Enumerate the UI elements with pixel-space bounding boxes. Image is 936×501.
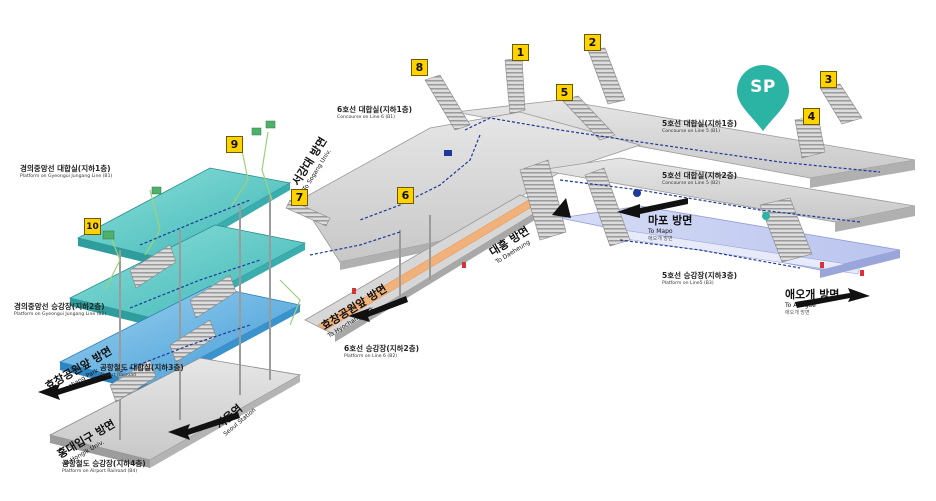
- airport-platform-en: Platform on Airport Railroad (B4): [62, 469, 138, 474]
- direction-mapo: 마포 방면 To Mapo 애오개 방면: [648, 212, 692, 242]
- direction-aeogae-ko: 애오개 방면: [785, 288, 840, 301]
- exit-7-badge: 7: [291, 189, 308, 206]
- line6-platform-ko: 6호선 승강장(지하2층): [344, 344, 420, 353]
- line5-concourse-b2-en: Concourse on Line 5 (B2): [662, 181, 721, 186]
- direction-mapo-en: To Mapo: [648, 228, 673, 235]
- line5-concourse-b1: [454, 99, 916, 188]
- gyeongui-entrance-boxes: [102, 120, 276, 240]
- label-line5-concourse-b2: 5호선 대합실(지하2층) Concourse on Line 5 (B2): [662, 170, 737, 186]
- airport-concourse-ko: 공항철도 대합실(지하3층): [100, 363, 184, 372]
- sp-badge: SP: [750, 77, 776, 97]
- line6-concourse-ko: 6호선 대합실(지하1층): [337, 105, 413, 114]
- support-pillars: [119, 195, 431, 440]
- line5-platform: [559, 205, 901, 278]
- direction-mapo-sub: 애오개 방면: [648, 236, 673, 242]
- gyeongui-platform-ko: 경의중앙선 승강장(지하2층): [14, 302, 105, 311]
- escalators: [109, 159, 813, 403]
- label-gyeongui-platform: 경의중앙선 승강장(지하2층) Platform on Gyeongui Jun…: [14, 301, 106, 317]
- exit-6-badge: 6: [397, 187, 414, 204]
- exit-1-badge: 1: [512, 44, 529, 61]
- line5-concourse-b2-ko: 5호선 대합실(지하2층): [662, 171, 738, 180]
- direction-arrows: [38, 198, 870, 440]
- exit-9-badge: 9: [226, 136, 243, 153]
- gyeongui-concourse-ko: 경의중앙선 대합실(지하1층): [20, 164, 111, 173]
- airport-concourse-en: Airport Railroad: [100, 373, 136, 378]
- sp-pin-icon: [737, 65, 789, 131]
- direction-aeogae-sub: 애오개 방면: [785, 310, 810, 316]
- label-gyeongui-concourse: 경의중앙선 대합실(지하1층) Platform on Gyeongui Jun…: [20, 163, 112, 179]
- line5-platform-ko: 5호선 승강장(지하3층): [662, 271, 738, 280]
- exit-4-badge: 4: [803, 108, 820, 125]
- label-airport-platform: 공항철도 승강장(지하4층) Platform on Airport Railr…: [62, 458, 146, 474]
- label-line5-platform: 5호선 승강장(지하3층) Platform on Line5 (B3): [662, 270, 737, 286]
- line6-concourse: [299, 111, 642, 270]
- line5-concourse-b1-ko: 5호선 대합실(지하1층): [662, 119, 738, 128]
- label-airport-concourse: 공항철도 대합실(지하3층) Airport Railroad: [100, 362, 184, 378]
- label-line6-concourse: 6호선 대합실(지하1층) Concourse on Line 6 (B1): [337, 104, 412, 120]
- label-line6-platform: 6호선 승강장(지하2층) Platform on Line 6 (B2): [344, 343, 419, 359]
- exit-3-badge: 3: [820, 71, 837, 88]
- line5-platform-en: Platform on Line5 (B3): [662, 281, 714, 286]
- label-line5-concourse-b1: 5호선 대합실(지하1층) Concourse on Line 5 (B1): [662, 118, 737, 134]
- line5-concourse-b2: [539, 157, 916, 232]
- transfer-routes: [119, 117, 881, 373]
- gyeongui-platform-en: Platform on Gyeongui Jungang Line (B2): [14, 312, 107, 317]
- exit-5-badge: 5: [556, 84, 573, 101]
- gyeongui-concourse-en: Platform on Gyeongui Jungang Line (B1): [20, 174, 113, 179]
- gyeongui-exit-structures: [104, 131, 301, 326]
- airport-platform-ko: 공항철도 승강장(지하4층): [62, 459, 146, 468]
- direction-aeogae: 애오개 방면 To Aeogae 애오개 방면: [785, 286, 839, 316]
- line6-concourse-en: Concourse on Line 6 (B1): [337, 115, 396, 120]
- exit-2-badge: 2: [584, 34, 601, 51]
- line6-platform-en: Platform on Line 6 (B2): [344, 354, 398, 359]
- exit-10-badge: 10: [84, 218, 101, 235]
- direction-mapo-ko: 마포 방면: [648, 214, 693, 227]
- exit-stairways: [424, 47, 863, 159]
- line5-concourse-b1-en: Concourse on Line 5 (B1): [662, 129, 721, 134]
- direction-aeogae-en: To Aeogae: [785, 302, 816, 309]
- exit-8-badge: 8: [411, 59, 428, 76]
